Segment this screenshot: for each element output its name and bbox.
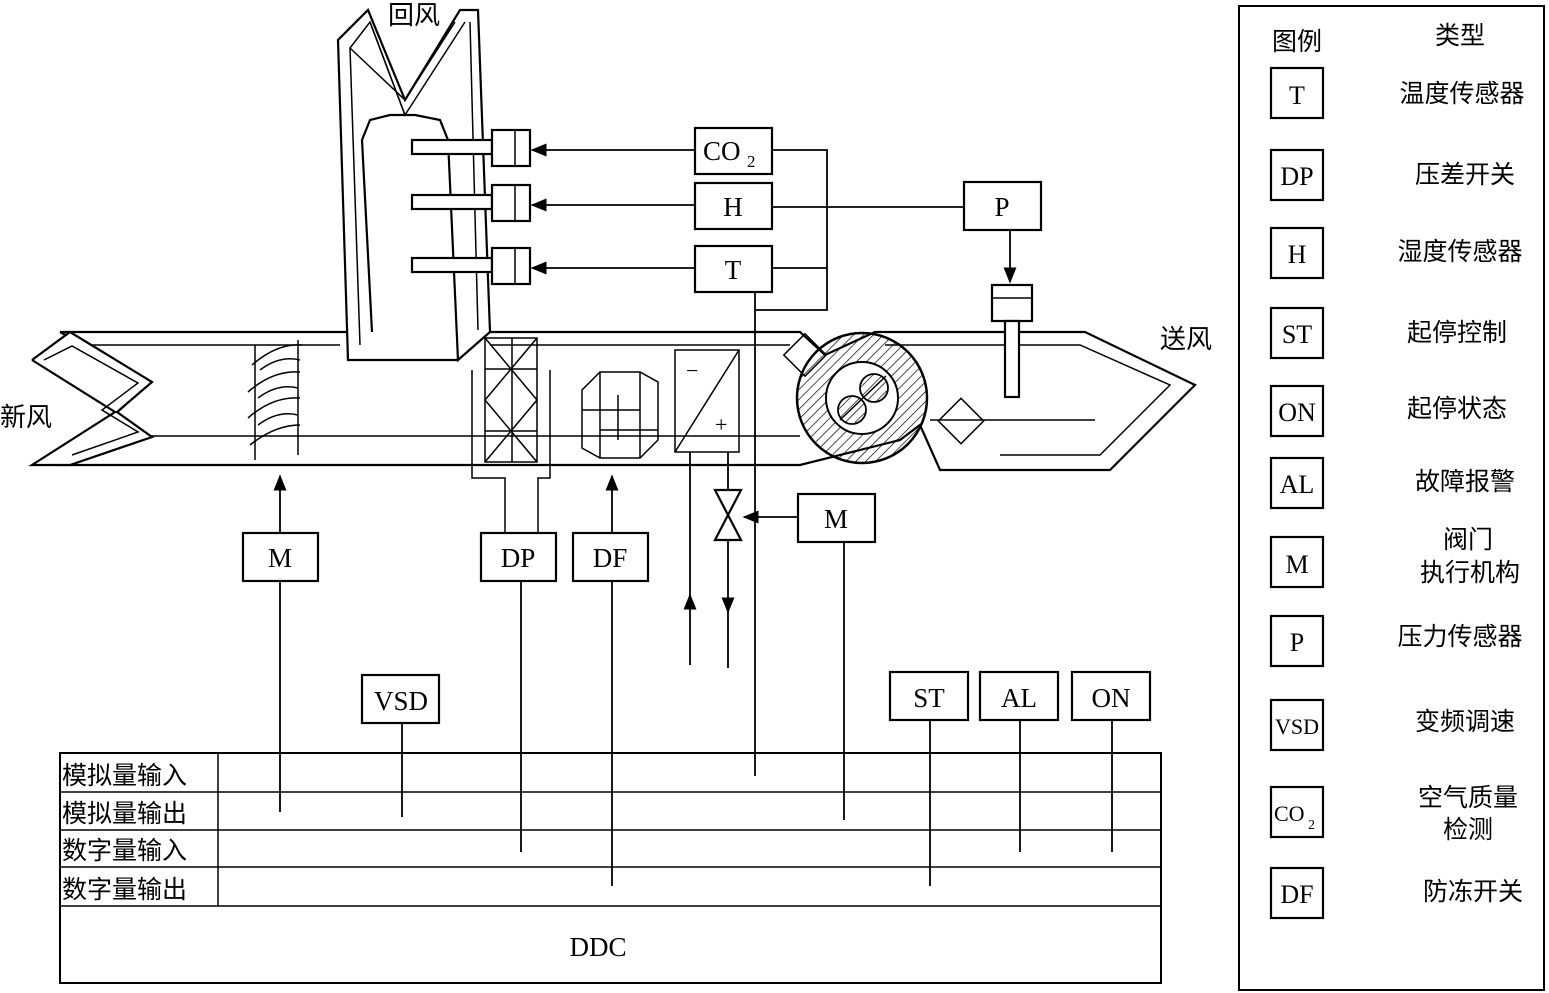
- ductwork: − +: [28, 8, 1197, 542]
- device-co2: CO 2: [693, 126, 774, 176]
- svg-text:2: 2: [1308, 818, 1315, 833]
- legend-item-p: P 压力传感器: [1269, 614, 1523, 668]
- legend-item-m: M 阀门 执行机构: [1269, 525, 1520, 589]
- svg-text:P: P: [1290, 628, 1304, 657]
- return-air-probes: [410, 128, 532, 286]
- svg-text:T: T: [1289, 81, 1305, 110]
- device-m-damper: M: [241, 531, 320, 583]
- svg-text:DF: DF: [1280, 880, 1313, 909]
- svg-text:温度传感器: 温度传感器: [1399, 79, 1524, 108]
- p-label: P: [994, 192, 1009, 222]
- ddc-row-digital-input: 数字量输入: [62, 836, 187, 865]
- svg-text:执行机构: 执行机构: [1420, 558, 1520, 587]
- device-on: ON: [1070, 670, 1152, 722]
- device-df: DF: [571, 531, 650, 583]
- ddc-table: 模拟量输入 模拟量输出 数字量输入 数字量输出 DDC: [59, 752, 1162, 984]
- svg-text:压力传感器: 压力传感器: [1397, 622, 1522, 651]
- device-h: H: [693, 181, 774, 231]
- st-label: ST: [913, 683, 945, 713]
- svg-text:变频调速: 变频调速: [1415, 707, 1515, 736]
- device-t: T: [693, 244, 774, 294]
- svg-text:AL: AL: [1280, 470, 1315, 499]
- return-air-zig2: [369, 21, 466, 117]
- svg-text:湿度传感器: 湿度传感器: [1397, 237, 1522, 266]
- svg-text:阀门: 阀门: [1443, 525, 1493, 554]
- svg-text:起停控制: 起停控制: [1407, 318, 1507, 347]
- co2-label: CO: [703, 136, 741, 166]
- legend-header-type: 类型: [1435, 21, 1485, 50]
- water-valve: [713, 488, 743, 542]
- on-label: ON: [1092, 683, 1131, 713]
- antifreeze-coil: [581, 371, 659, 459]
- filter: [471, 337, 551, 540]
- coil-minus-label: −: [686, 358, 698, 383]
- svg-text:H: H: [1288, 240, 1307, 269]
- legend-item-co2: CO 2 空气质量 检测: [1269, 783, 1518, 844]
- device-al: AL: [978, 670, 1060, 722]
- device-st: ST: [888, 670, 970, 722]
- co2-sub: 2: [747, 152, 756, 171]
- return-air-riser-inner-r: [469, 21, 479, 331]
- t-label: T: [725, 255, 742, 285]
- heating-coil: − +: [674, 349, 740, 453]
- m-valve-label: M: [824, 504, 848, 534]
- supply-fan: [782, 331, 985, 465]
- device-dp: DP: [479, 531, 558, 583]
- fresh-air-inlet-inner: [43, 345, 140, 456]
- svg-text:压差开关: 压差开关: [1415, 160, 1515, 189]
- ddc-row-analog-input: 模拟量输入: [62, 761, 187, 790]
- svg-text:DP: DP: [1280, 162, 1313, 191]
- return-air-riser: [336, 8, 492, 363]
- vsd-label: VSD: [374, 686, 428, 716]
- legend-item-vsd: VSD 变频调速: [1269, 698, 1515, 752]
- return-air-zig: [349, 21, 456, 102]
- duct-main-outer: [57, 330, 1197, 472]
- device-m-valve: M: [796, 492, 877, 544]
- ddc-label: DDC: [569, 932, 626, 962]
- m-damper-label: M: [268, 543, 292, 573]
- h-label: H: [723, 192, 743, 222]
- device-p: P: [962, 180, 1043, 232]
- svg-text:检测: 检测: [1443, 815, 1493, 844]
- svg-text:CO: CO: [1274, 801, 1305, 826]
- coil-plus-label: +: [715, 412, 727, 437]
- legend-header-symbol: 图例: [1272, 27, 1322, 56]
- ddc-row-digital-output: 数字量输出: [62, 875, 187, 904]
- fresh-air-inlet: [28, 330, 155, 467]
- al-label: AL: [1001, 683, 1037, 713]
- legend-item-df: DF 防冻开关: [1269, 866, 1523, 920]
- svg-text:M: M: [1285, 550, 1308, 579]
- signal-lines: [273, 143, 1113, 886]
- return-air-label: 回风: [388, 1, 440, 31]
- legend-item-on: ON 起停状态: [1269, 384, 1507, 438]
- svg-text:故障报警: 故障报警: [1415, 467, 1515, 496]
- legend-item-t: T 温度传感器: [1269, 66, 1525, 120]
- df-label: DF: [593, 543, 628, 573]
- supply-air-label: 送风: [1160, 325, 1212, 355]
- svg-text:ST: ST: [1282, 320, 1312, 349]
- svg-text:ON: ON: [1278, 398, 1316, 427]
- legend-item-al: AL 故障报警: [1269, 456, 1515, 510]
- svg-text:起停状态: 起停状态: [1407, 394, 1507, 423]
- dp-label: DP: [501, 543, 536, 573]
- pressure-probe: [990, 283, 1034, 399]
- svg-text:空气质量: 空气质量: [1418, 783, 1518, 812]
- device-vsd: VSD: [360, 673, 441, 725]
- fresh-air-label: 新风: [0, 403, 52, 433]
- legend-item-dp: DP 压差开关: [1269, 148, 1515, 202]
- fresh-air-damper: [247, 340, 303, 460]
- legend-item-h: H 湿度传感器: [1269, 226, 1523, 280]
- legend-item-st: ST 起停控制: [1269, 306, 1507, 360]
- svg-text:防冻开关: 防冻开关: [1423, 877, 1523, 906]
- legend: 图例 类型 T 温度传感器 DP 压差开关 H 湿度传感器 ST 起停控制 ON…: [1238, 5, 1545, 991]
- svg-text:VSD: VSD: [1275, 714, 1319, 739]
- ddc-row-analog-output: 模拟量输出: [62, 799, 187, 828]
